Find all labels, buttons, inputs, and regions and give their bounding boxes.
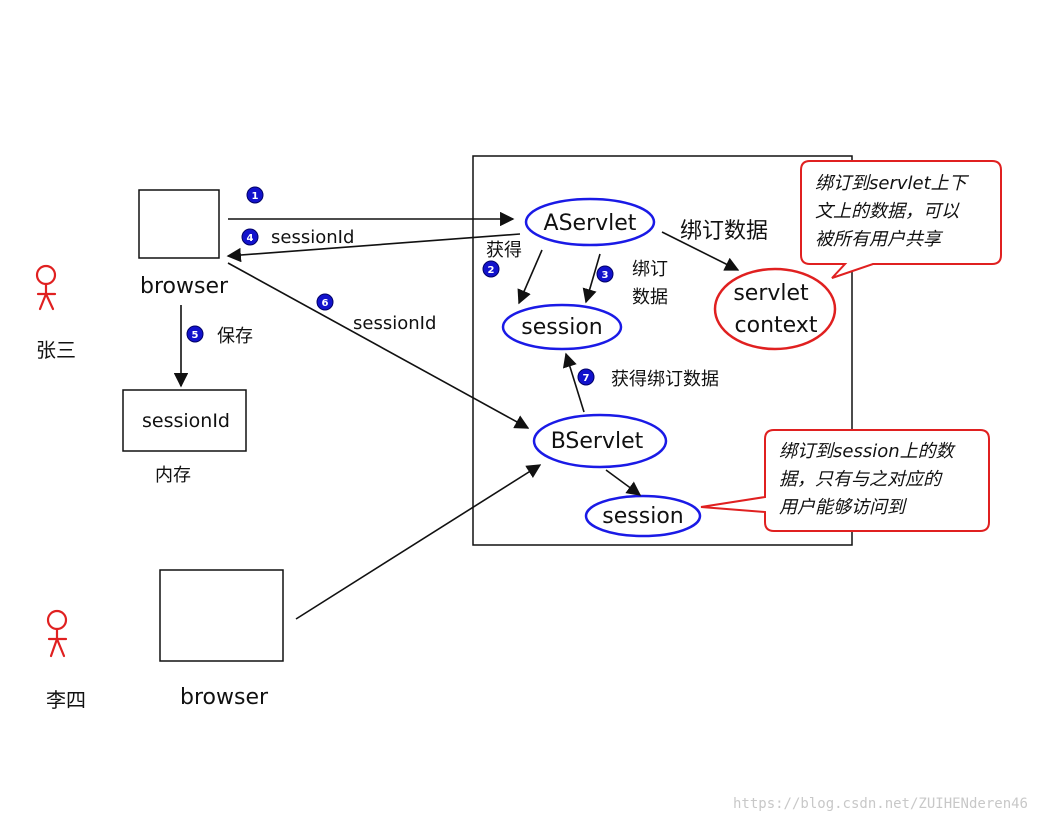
context-note-line-1: 绑订到servlet上下 <box>815 173 970 194</box>
edge-label-bind-1: 绑订 <box>632 259 668 280</box>
browser-label-2: browser <box>180 685 269 710</box>
arrow-step3-bind <box>582 253 601 304</box>
arrow-step6-request <box>227 262 530 429</box>
arrow-step2-get <box>517 249 543 305</box>
svg-text:7: 7 <box>583 373 590 384</box>
browser-label-1: browser <box>140 274 229 299</box>
svg-text:6: 6 <box>322 298 329 309</box>
session-note-callout: 绑订到session上的数 据，只有与之对应的 用户能够访问到 <box>700 429 990 532</box>
svg-text:1: 1 <box>252 191 259 202</box>
arrow-bind-context <box>661 231 740 271</box>
arrow-browser2-request <box>295 464 542 620</box>
edge-label-get-bind: 获得绑订数据 <box>611 369 719 390</box>
session-node-bottom: session <box>584 494 702 538</box>
session-top-label: session <box>521 315 602 340</box>
bservlet-label: BServlet <box>551 429 644 454</box>
watermark: https://blog.csdn.net/ZUIHENderen46 <box>733 796 1028 812</box>
context-note-line-2: 文上的数据，可以 <box>815 201 960 222</box>
session-note-line-1: 绑订到session上的数 <box>779 441 956 462</box>
arrow-step7-get <box>562 352 585 413</box>
edge-label-bind-2: 数据 <box>632 287 668 308</box>
browser-box-2 <box>159 569 284 662</box>
browser-box-1 <box>138 189 220 259</box>
context-note-callout: 绑订到servlet上下 文上的数据，可以 被所有用户共享 <box>800 160 1002 279</box>
context-note-line-3: 被所有用户共享 <box>815 229 944 250</box>
edge-label-save: 保存 <box>217 326 253 347</box>
servlet-context-label-2: context <box>735 313 818 338</box>
step-badge-3: 3 <box>596 265 614 283</box>
edge-label-sessionid-6: sessionId <box>353 313 436 334</box>
step-badge-1: 1 <box>246 186 264 204</box>
step-badge-6: 6 <box>316 293 334 311</box>
person-icon-1 <box>35 264 57 311</box>
step-badge-5: 5 <box>186 325 204 343</box>
server-container <box>472 155 853 546</box>
bservlet-node: BServlet <box>532 413 668 469</box>
arrow-step4-response <box>226 233 521 263</box>
session-note-line-3: 用户能够访问到 <box>779 497 908 518</box>
step-badge-4: 4 <box>241 228 259 246</box>
session-note-line-2: 据，只有与之对应的 <box>779 469 943 490</box>
aservlet-label: AServlet <box>544 211 637 236</box>
memory-label: 内存 <box>155 465 191 486</box>
arrow-bservlet-session <box>605 469 642 496</box>
memory-box-label: sessionId <box>142 410 230 432</box>
svg-text:4: 4 <box>247 233 254 244</box>
session-bottom-label: session <box>602 504 683 529</box>
svg-text:3: 3 <box>602 270 609 281</box>
step-badge-2: 2 <box>482 260 500 278</box>
servlet-context-node: servlet context <box>713 267 837 351</box>
person-name-1: 张三 <box>36 338 76 362</box>
edge-label-get: 获得 <box>486 240 522 261</box>
edge-label-bind-context: 绑订数据 <box>680 219 768 244</box>
session-node-top: session <box>501 303 623 351</box>
person-name-2: 李四 <box>46 688 86 712</box>
svg-text:5: 5 <box>192 330 199 341</box>
memory-box <box>122 389 247 452</box>
aservlet-node: AServlet <box>524 197 656 247</box>
svg-text:2: 2 <box>488 265 495 276</box>
edge-label-sessionid-4: sessionId <box>271 227 354 248</box>
servlet-context-label-1: servlet <box>733 281 809 306</box>
step-badge-7: 7 <box>577 368 595 386</box>
person-icon-2 <box>46 609 68 658</box>
